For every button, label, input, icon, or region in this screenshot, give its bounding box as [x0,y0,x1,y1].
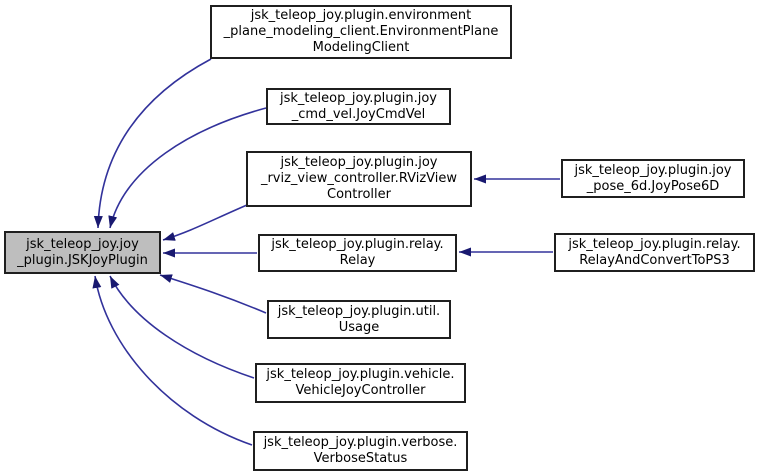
class-node-joy-cmd-vel[interactable]: jsk_teleop_joy.plugin.joy _cmd_vel.JoyCm… [266,88,451,125]
class-node-joy-pose-6d[interactable]: jsk_teleop_joy.plugin.joy _pose_6d.JoyPo… [561,159,745,198]
class-node-usage[interactable]: jsk_teleop_joy.plugin.util. Usage [267,300,451,339]
class-node-rviz-view-controller[interactable]: jsk_teleop_joy.plugin.joy _rviz_view_con… [246,151,472,207]
edge-verbose-to-jskjoyplugin [92,275,253,446]
class-node-vehicle-joy-controller[interactable]: jsk_teleop_joy.plugin.vehicle. VehicleJo… [255,363,466,403]
edge-joycmdvel-to-jskjoyplugin [108,107,267,229]
class-node-jskjoyplugin: jsk_teleop_joy.joy _plugin.JSKJoyPlugin [4,231,161,274]
class-node-verbose-status[interactable]: jsk_teleop_joy.plugin.verbose. VerboseSt… [253,431,468,471]
class-node-environment-plane-modeling-client[interactable]: jsk_teleop_joy.plugin.environment _plane… [210,5,512,59]
edge-usage-to-jskjoyplugin [159,274,267,314]
edge-environment-to-jskjoyplugin [93,58,212,229]
class-node-relay[interactable]: jsk_teleop_joy.plugin.relay. Relay [258,234,457,272]
edge-rvizview-to-jskjoyplugin [162,204,248,241]
class-node-relay-and-convert-to-ps3[interactable]: jsk_teleop_joy.plugin.relay. RelayAndCon… [554,233,755,272]
edge-vehicle-to-jskjoyplugin [109,275,255,379]
